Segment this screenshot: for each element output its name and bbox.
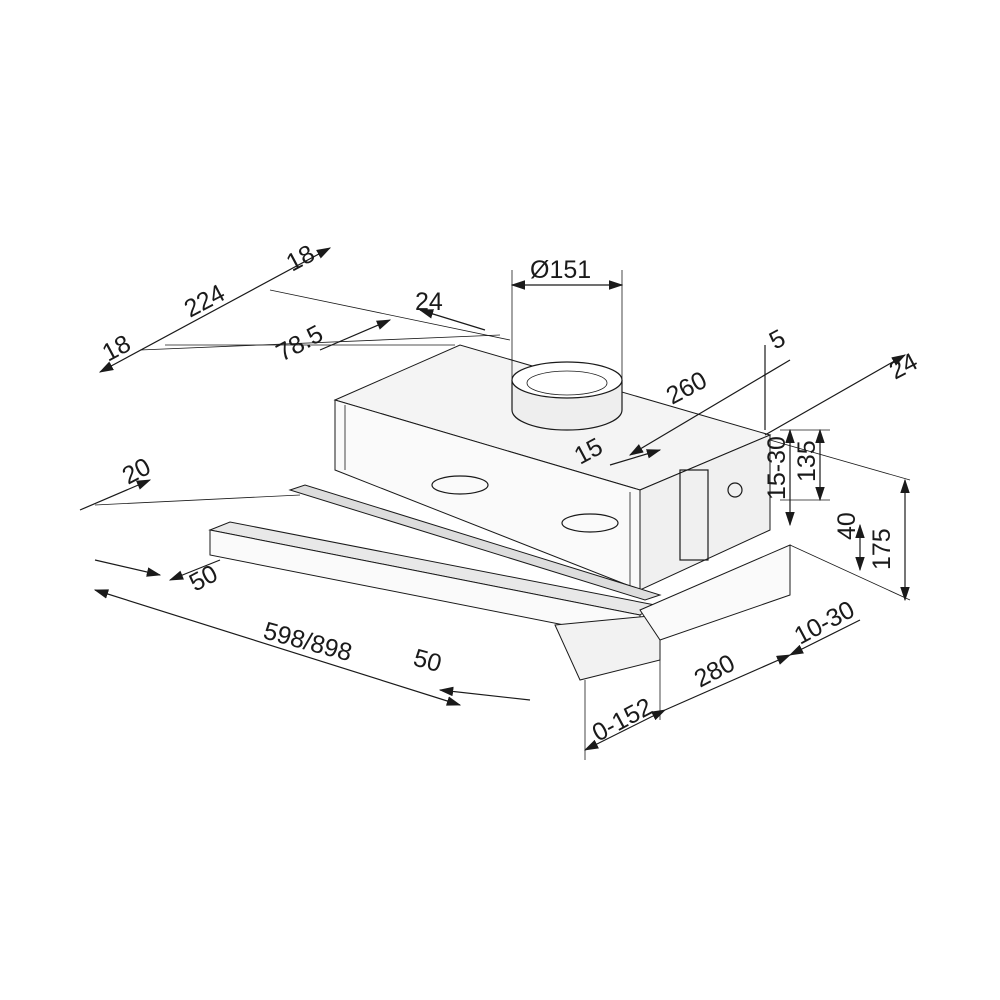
label-0-152: 0-152: [588, 693, 658, 748]
label-598-898: 598/898: [260, 617, 355, 667]
label-260: 260: [662, 366, 712, 410]
label-10-30: 10-30: [790, 596, 860, 651]
duct-collar: [511, 361, 623, 431]
label-24-top: 24: [415, 288, 443, 316]
label-15-30: 15-30: [763, 436, 791, 500]
label-135: 135: [793, 440, 821, 482]
telescopic-drawer: [208, 484, 791, 681]
label-40: 40: [833, 512, 861, 540]
label-50-front: 50: [410, 644, 444, 678]
label-78-5: 78.5: [272, 320, 328, 368]
label-duct-diameter: Ø151: [530, 256, 591, 284]
dimension-lines: [79, 247, 911, 760]
label-224: 224: [180, 279, 230, 323]
label-18-left: 18: [98, 330, 136, 368]
label-5: 5: [765, 324, 790, 355]
label-280: 280: [690, 649, 740, 693]
label-50-left: 50: [185, 560, 223, 598]
label-175: 175: [868, 528, 896, 570]
label-24-right: 24: [885, 347, 923, 385]
label-20: 20: [118, 453, 156, 491]
